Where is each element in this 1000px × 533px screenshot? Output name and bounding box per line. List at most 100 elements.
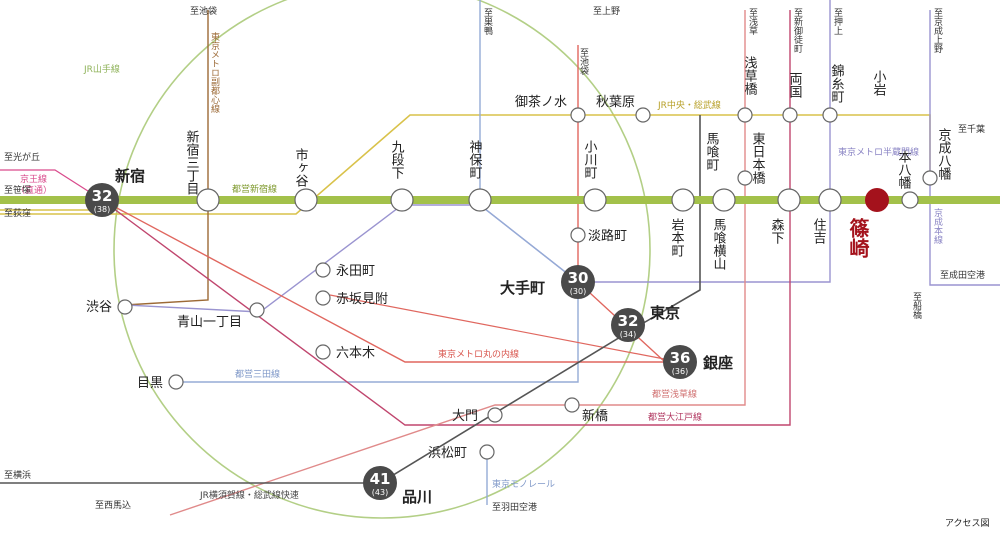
- label-higashi-nihombashi: 東日本橋: [750, 131, 766, 185]
- time-ginza-main: 36: [670, 349, 691, 367]
- terminus-chiba: 至千葉: [958, 123, 985, 135]
- keio-line: [0, 169, 103, 201]
- station-motoyawata[interactable]: [901, 191, 919, 209]
- station-roppongi[interactable]: [315, 344, 331, 360]
- label-motoyawata: 本八幡: [896, 150, 912, 190]
- station-kudanshita[interactable]: [390, 188, 414, 212]
- caption-access-map: アクセス図: [945, 518, 990, 529]
- terminus-oshiage: 至押上: [832, 8, 843, 35]
- label-jimbocho: 神保町: [467, 140, 483, 179]
- terminus-yokohama: 至横浜: [4, 469, 31, 481]
- keisei-main-line: [929, 10, 1000, 286]
- station-shimbashi[interactable]: [564, 397, 580, 413]
- label-meguro: 目黒: [137, 376, 163, 391]
- label-asakusabashi: 浅草橋: [742, 56, 758, 96]
- label-kudanshita: 九段下: [389, 140, 405, 179]
- station-akihabara[interactable]: [635, 107, 651, 123]
- time-shinagawa-main: 41: [370, 470, 391, 488]
- terminus-asakusa: 至浅草: [747, 8, 758, 36]
- station-hamamatsucho[interactable]: [479, 444, 495, 460]
- terminus-ogikubo: 至荻窪: [4, 207, 31, 219]
- terminus-haneda: 至羽田空港: [492, 501, 537, 513]
- station-nagatacho[interactable]: [315, 262, 331, 278]
- station-keisei-yawata[interactable]: [922, 170, 938, 186]
- terminus-shin-okachimachi: 至新御徒町: [792, 8, 803, 53]
- time-shinagawa-alt: (43): [372, 488, 388, 497]
- station-morishita[interactable]: [777, 188, 801, 212]
- station-ryogoku[interactable]: [782, 107, 798, 123]
- hub-shinagawa[interactable]: 41 (43): [363, 466, 397, 500]
- label-metro-hanzomon: 東京メトロ半蔵門線: [838, 146, 919, 158]
- hub-ginza[interactable]: 36 (36): [663, 345, 697, 379]
- label-morishita: 森下: [769, 218, 785, 244]
- label-tokyo-monorail: 東京モノレール: [492, 478, 555, 490]
- terminus-keisei-ueno: 至京成上野: [932, 8, 943, 53]
- time-ginza-alt: (36): [672, 367, 688, 376]
- time-shinjuku-main: 32: [92, 187, 113, 205]
- hub-tokyo[interactable]: 32 (34): [611, 308, 645, 342]
- label-iwamotocho: 岩本町: [669, 218, 685, 257]
- label-bakurocho: 馬喰町: [704, 132, 720, 171]
- label-metro-marunouchi: 東京メトロ丸の内線: [438, 348, 519, 360]
- label-toei-oedo: 都営大江戸線: [648, 411, 702, 423]
- label-shinagawa: 品川: [402, 488, 432, 506]
- station-shinjuku-sanchome[interactable]: [196, 188, 220, 212]
- station-bakuro-yokoyama[interactable]: [712, 188, 736, 212]
- label-aoyama-itchome: 青山一丁目: [177, 315, 242, 330]
- station-aoyama-itchome[interactable]: [249, 302, 265, 318]
- label-koiwa: 小岩: [871, 70, 887, 96]
- label-sumiyoshi: 住吉: [811, 218, 827, 244]
- station-ogawamachi[interactable]: [583, 188, 607, 212]
- toei-asakusa-line: [169, 10, 746, 516]
- station-shibuya[interactable]: [117, 299, 133, 315]
- label-ginza: 銀座: [703, 354, 733, 372]
- label-jr-yokosuka: JR横須賀線・総武線快速: [199, 489, 299, 501]
- station-ochanomizu[interactable]: [570, 107, 586, 123]
- label-roppongi: 六本木: [336, 346, 375, 361]
- label-keio-through: （直通）: [16, 184, 52, 196]
- label-shinjuku-sanchome: 新宿三丁目: [184, 129, 200, 195]
- station-asakusabashi[interactable]: [737, 107, 753, 123]
- label-tokyo: 東京: [650, 304, 680, 322]
- station-jimbocho[interactable]: [468, 188, 492, 212]
- hub-shinjuku[interactable]: 32 (38): [85, 183, 119, 217]
- station-shinozaki[interactable]: [865, 188, 889, 212]
- label-akihabara: 秋葉原: [596, 95, 635, 110]
- label-toei-mita: 都営三田線: [235, 368, 280, 380]
- station-ichigaya[interactable]: [294, 188, 318, 212]
- metro-fukutoshin-line: [124, 10, 209, 306]
- station-iwamotocho[interactable]: [671, 188, 695, 212]
- station-sumiyoshi[interactable]: [818, 188, 842, 212]
- label-bakuro-yokoyama: 馬喰横山: [711, 218, 727, 270]
- terminus-ueno: 至上野: [593, 6, 620, 17]
- hub-otemachi[interactable]: 30 (30): [561, 265, 595, 299]
- time-shinjuku-alt: (38): [94, 205, 110, 214]
- label-hamamatsucho: 浜松町: [428, 446, 467, 461]
- label-toei-asakusa: 都営浅草線: [652, 388, 697, 400]
- station-akasaka-mitsuke[interactable]: [315, 290, 331, 306]
- label-ochanomizu: 御茶ノ水: [515, 94, 567, 110]
- station-higashi-nihombashi[interactable]: [737, 170, 753, 186]
- label-shimbashi: 新橋: [582, 408, 608, 424]
- metro-line-red: [329, 294, 681, 363]
- terminus-sugamo: 至巣鴨: [482, 8, 493, 36]
- label-keisei-yawata: 京成八幡: [936, 128, 952, 181]
- label-metro-fukutoshin: 東京メトロ副都心線: [209, 31, 220, 113]
- station-kinshicho[interactable]: [822, 107, 838, 123]
- station-meguro[interactable]: [168, 374, 184, 390]
- station-awajicho[interactable]: [570, 227, 586, 243]
- terminus-nishimagome: 至西馬込: [95, 500, 131, 511]
- label-ryogoku: 両国: [787, 72, 803, 98]
- terminus-narita: 至成田空港: [940, 269, 985, 281]
- station-daimon[interactable]: [487, 407, 503, 423]
- label-jr-chuo-sobu: JR中央・総武線: [657, 99, 721, 111]
- label-kinshicho: 錦糸町: [829, 63, 845, 103]
- label-ichigaya: 市ヶ谷: [293, 147, 309, 187]
- time-otemachi-alt: (30): [570, 287, 586, 296]
- terminus-hikarigaoka: 至光が丘: [4, 151, 40, 163]
- label-shibuya: 渋谷: [86, 300, 112, 315]
- jr-yamanote-loop: [113, 0, 651, 519]
- label-awajicho: 淡路町: [588, 228, 627, 244]
- terminus-ikebukuro-top: 至池袋: [190, 5, 217, 17]
